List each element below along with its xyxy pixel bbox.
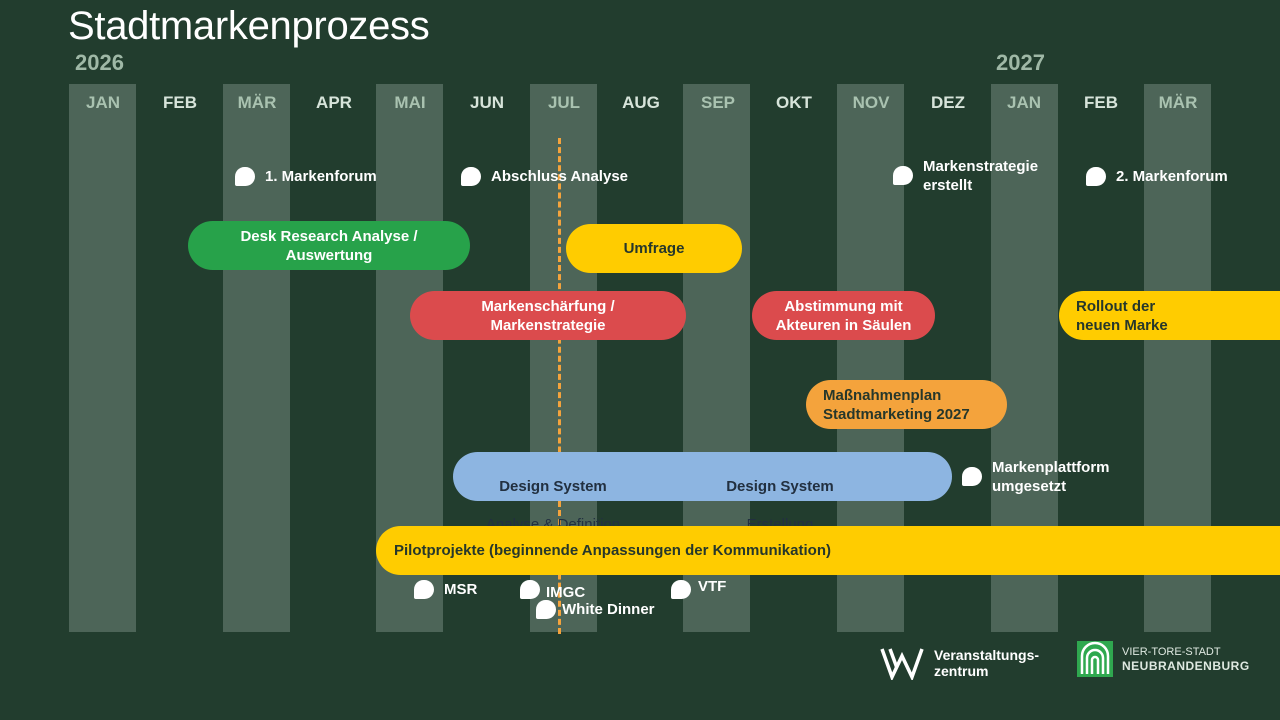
- month-label: SEP: [700, 93, 736, 112]
- speech-bubble-icon: [536, 600, 556, 619]
- bar-desk-research: Desk Research Analyse / Auswertung: [188, 221, 470, 270]
- month-label: DEZ: [931, 93, 965, 112]
- veranstaltungszentrum-logo: Veranstaltungs- zentrum: [880, 646, 1039, 680]
- milestone-markenplattform: Markenplattform umgesetzt: [962, 458, 1110, 496]
- bar-pilotprojekte: Pilotprojekte (beginnende Anpassungen de…: [376, 526, 1280, 575]
- event-label: VTF: [698, 578, 727, 595]
- neubrandenburg-emblem-icon: [1077, 641, 1113, 677]
- year-2027-label: 2027: [996, 50, 1045, 75]
- speech-bubble-icon: [671, 580, 691, 599]
- vz-logo-text: Veranstaltungs- zentrum: [934, 647, 1040, 679]
- month-label: FEB: [163, 93, 197, 112]
- logo-bottom-line: NEUBRANDENBURG: [1122, 659, 1250, 673]
- neubrandenburg-logo-text: VIER-TORE-STADT NEUBRANDENBURG: [1122, 645, 1250, 673]
- page-title: Stadtmarkenprozess: [68, 4, 430, 48]
- milestone-label: Markenstrategie erstellt: [923, 158, 1039, 194]
- speech-bubble-icon: [893, 166, 913, 185]
- month-label: NOV: [852, 93, 890, 112]
- month-column: [69, 84, 136, 632]
- milestone-label: Markenplattform umgesetzt: [992, 459, 1110, 495]
- milestone-markenstrategie: Markenstrategie erstellt: [893, 157, 1038, 195]
- event-label: MSR: [444, 581, 478, 598]
- logo-top-line: VIER-TORE-STADT: [1122, 646, 1221, 658]
- speech-bubble-icon: [235, 167, 255, 186]
- milestone-2-markenforum: 2. Markenforum: [1086, 167, 1228, 186]
- milestone-abschluss-analyse: Abschluss Analyse: [461, 167, 628, 186]
- month-label: AUG: [622, 93, 660, 112]
- month-label: MÄR: [237, 93, 277, 112]
- design-phase-title: Design System: [499, 478, 607, 495]
- month-label: OKT: [776, 93, 812, 112]
- speech-bubble-icon: [461, 167, 481, 186]
- milestone-label: 1. Markenforum: [265, 168, 377, 185]
- neubrandenburg-logo: VIER-TORE-STADT NEUBRANDENBURG: [1076, 640, 1250, 678]
- event-vtf: VTF: [671, 577, 726, 599]
- month-label: APR: [316, 93, 352, 112]
- bar-markenschaerfung: Markenschärfung / Markenstrategie: [410, 291, 686, 340]
- month-label: JUL: [547, 93, 581, 112]
- event-imgc: IMGC: [520, 580, 585, 602]
- milestone-1-markenforum: 1. Markenforum: [235, 167, 377, 186]
- speech-bubble-icon: [1086, 167, 1106, 186]
- speech-bubble-icon: [414, 580, 434, 599]
- bar-abstimmung: Abstimmung mit Akteuren in Säulen: [752, 291, 935, 340]
- month-column: [223, 84, 290, 632]
- milestone-label: 2. Markenforum: [1116, 168, 1228, 185]
- event-label: White Dinner: [562, 601, 655, 618]
- speech-bubble-icon: [962, 467, 982, 486]
- vz-logo-icon: [880, 648, 924, 680]
- month-label: JAN: [1006, 93, 1041, 112]
- month-label: JAN: [85, 93, 120, 112]
- event-white-dinner: White Dinner: [536, 600, 655, 619]
- month-label: MAI: [394, 93, 426, 112]
- event-msr: MSR: [414, 580, 477, 599]
- month-label: FEB: [1084, 93, 1118, 112]
- speech-bubble-icon: [520, 580, 540, 599]
- design-phase-title: Design System: [726, 478, 834, 495]
- milestone-label: Abschluss Analyse: [491, 168, 628, 185]
- month-label: MÄR: [1158, 93, 1198, 112]
- month-label: JUN: [469, 93, 504, 112]
- bar-umfrage: Umfrage: [566, 224, 742, 273]
- bar-rollout: Rollout der neuen Marke: [1059, 291, 1280, 340]
- year-2026-label: 2026: [75, 50, 124, 75]
- bar-design-system: Design System Analyse & Definition Desig…: [453, 452, 952, 533]
- today-marker-line: [558, 138, 561, 634]
- bar-massnahmenplan: Maßnahmenplan Stadtmarketing 2027: [806, 380, 1007, 429]
- event-label: IMGC: [546, 584, 586, 601]
